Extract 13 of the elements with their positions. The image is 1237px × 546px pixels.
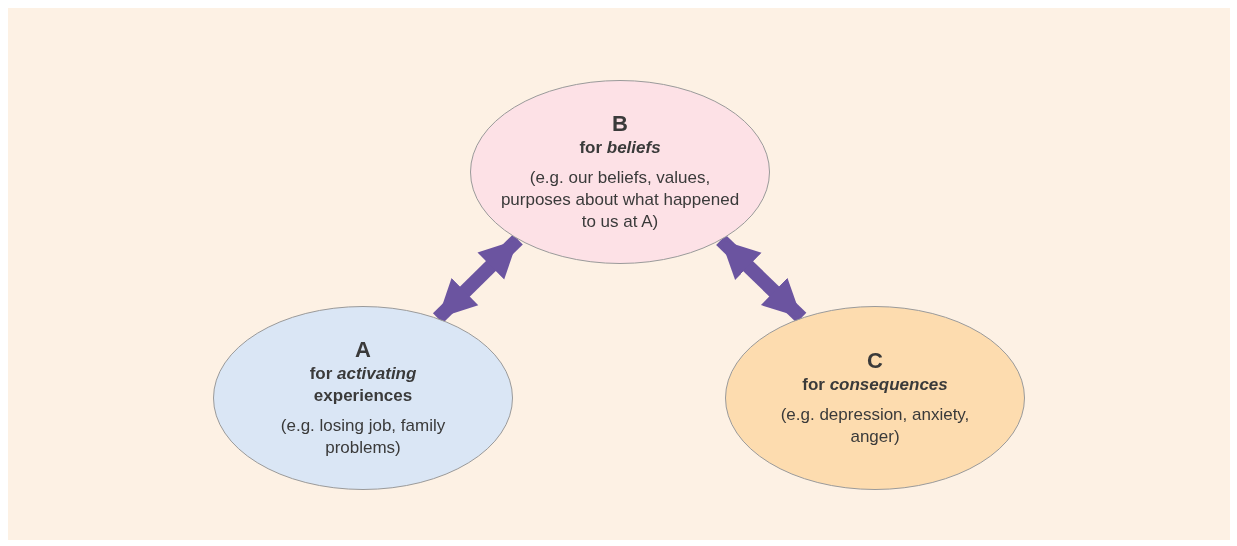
node-description: (e.g. depression, anxiety, anger) xyxy=(779,404,971,448)
node-letter: C xyxy=(867,348,883,374)
node-heading: for consequences xyxy=(802,374,948,396)
node-heading: for beliefs xyxy=(579,137,661,159)
ellipse-node xyxy=(470,80,770,264)
ellipse-node xyxy=(213,306,513,490)
double-arrow xyxy=(716,235,807,323)
node-letter: B xyxy=(612,111,628,137)
ellipse-node xyxy=(725,306,1025,490)
node-heading: for activating experiences xyxy=(308,363,418,407)
node-letter: A xyxy=(355,337,371,363)
node-description: (e.g. our beliefs, values, purposes about what happened to us at A) xyxy=(500,167,740,233)
node-description: (e.g. losing job, family problems) xyxy=(279,415,447,459)
